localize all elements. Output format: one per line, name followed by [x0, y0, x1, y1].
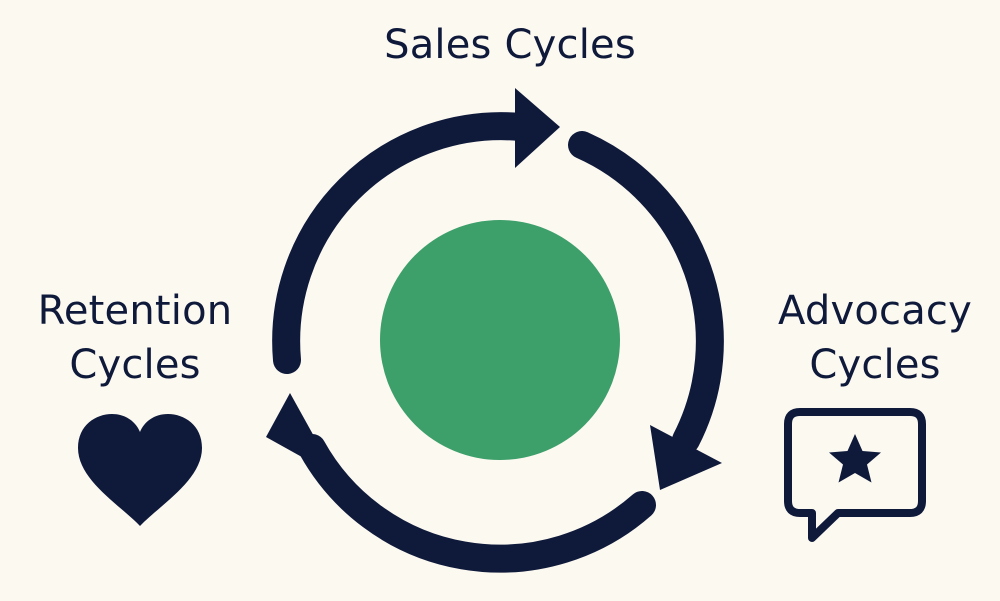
heart-icon: [78, 414, 202, 526]
chat-bubble-star-icon: [784, 408, 926, 542]
label-advocacy-cycles: Advocacy Cycles: [750, 284, 1000, 392]
label-retention-line1: Retention: [37, 288, 233, 334]
label-retention-cycles: Retention Cycles: [0, 284, 270, 392]
label-retention-line2: Cycles: [69, 342, 201, 388]
arrowhead-sales: [515, 88, 560, 168]
cycle-arrow-sales: [272, 112, 534, 374]
arrowhead-advocacy: [650, 425, 722, 490]
label-sales-text: Sales Cycles: [384, 22, 636, 68]
label-advocacy-line1: Advocacy: [778, 288, 972, 334]
star-icon: [829, 434, 881, 483]
label-advocacy-line2: Cycles: [809, 342, 941, 388]
center-circle: [380, 220, 620, 460]
cycle-arrow-advocacy: [568, 131, 724, 454]
cycle-arrow-retention: [298, 434, 656, 573]
label-sales-cycles: Sales Cycles: [330, 18, 690, 72]
arrowhead-retention: [266, 393, 336, 476]
